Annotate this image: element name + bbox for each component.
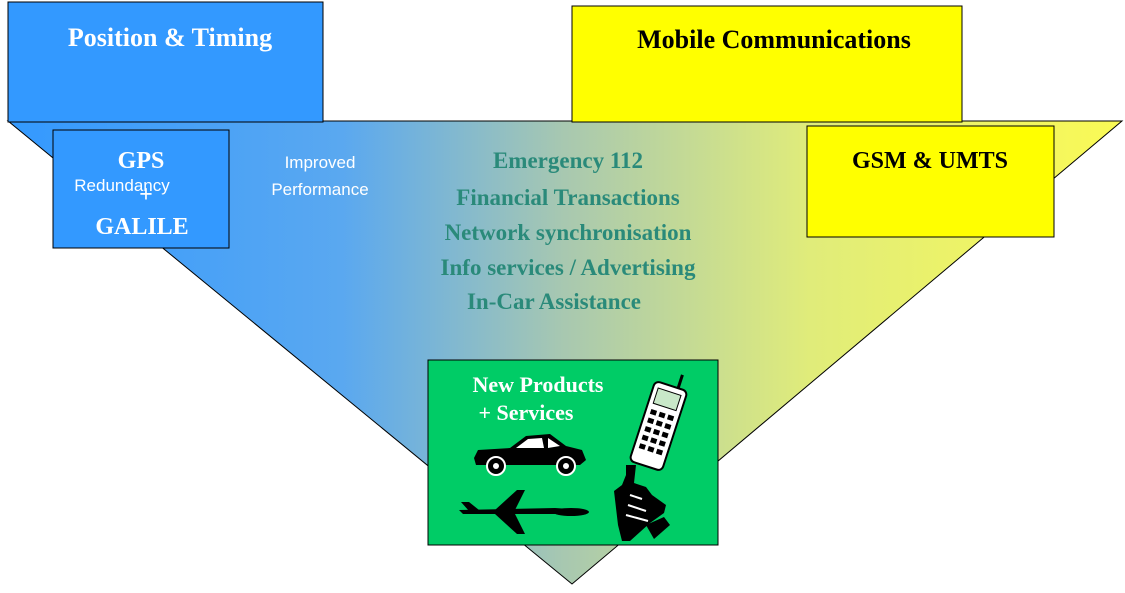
application-item: Info services / Advertising xyxy=(441,255,696,280)
position-timing-box xyxy=(7,1,324,123)
improved-label: Improved xyxy=(285,153,356,172)
applications-list: Emergency 112 Financial Transactions Net… xyxy=(441,148,696,314)
application-item: In-Car Assistance xyxy=(467,289,641,314)
services-label: + Services xyxy=(478,400,573,425)
position-timing-title: Position & Timing xyxy=(68,23,272,52)
redundancy-label: Redundancy xyxy=(74,176,170,195)
performance-label: Performance xyxy=(271,180,368,199)
ship-icon xyxy=(614,465,670,541)
car-icon xyxy=(474,434,586,476)
gsm-umts-box xyxy=(806,125,1055,238)
mobile-communications-box xyxy=(571,5,963,123)
gps-label: GPS xyxy=(118,148,165,174)
plus-label: + xyxy=(139,182,153,208)
gsm-umts-label: GSM & UMTS xyxy=(852,148,1008,174)
application-item: Financial Transactions xyxy=(456,185,679,210)
airplane-icon xyxy=(459,490,589,534)
application-item: Network synchronisation xyxy=(445,220,692,245)
gps-galileo-box xyxy=(52,129,230,249)
new-products-label: New Products xyxy=(473,372,604,397)
mobile-communications-title: Mobile Communications xyxy=(637,25,911,54)
application-item: Emergency 112 xyxy=(493,148,643,173)
mobile-phone-icon xyxy=(629,374,688,471)
galileo-label: GALILE xyxy=(95,214,188,240)
